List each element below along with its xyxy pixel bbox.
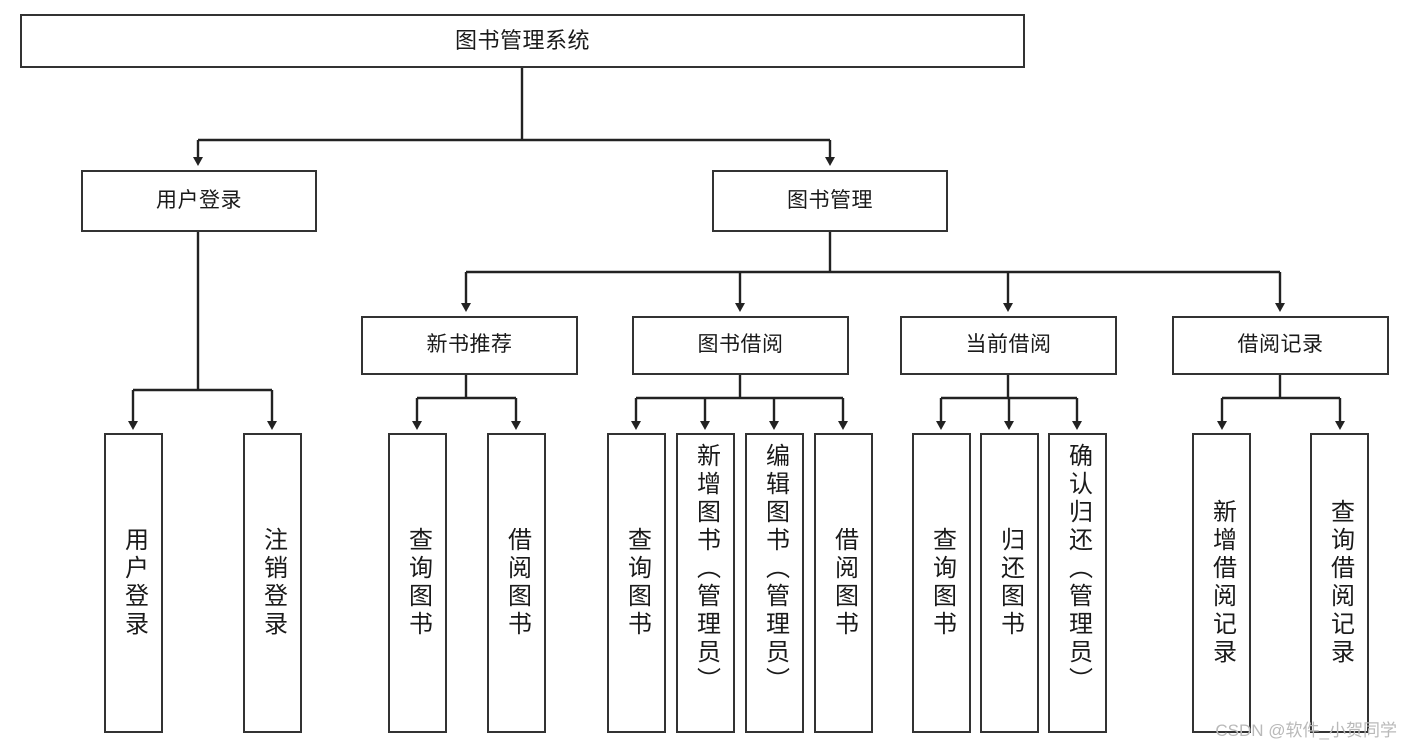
- node-label: 当前借阅: [965, 333, 1052, 357]
- leaf-borrow-record-0[interactable]: 新增借阅记录: [1192, 433, 1251, 733]
- node-label: 查询借阅记录: [1326, 499, 1354, 667]
- node-book-management[interactable]: 图书管理: [712, 170, 948, 232]
- node-label: 确认归还（管理员）: [1064, 443, 1092, 695]
- node-label: 查询图书: [404, 527, 432, 639]
- node-label: 图书管理系统: [454, 28, 590, 54]
- node-label: 借阅图书: [503, 527, 531, 639]
- node-borrow-record[interactable]: 借阅记录: [1172, 316, 1389, 375]
- node-book-borrow[interactable]: 图书借阅: [632, 316, 849, 375]
- node-label: 查询图书: [928, 527, 956, 639]
- leaf-new-book-recommend-0[interactable]: 查询图书: [388, 433, 447, 733]
- node-new-book-recommend[interactable]: 新书推荐: [361, 316, 578, 375]
- leaf-new-book-recommend-1[interactable]: 借阅图书: [487, 433, 546, 733]
- node-label: 图书管理: [787, 188, 873, 212]
- leaf-user-login-1[interactable]: 注销登录: [243, 433, 302, 733]
- watermark-text: CSDN @软件_小贺同学: [1215, 721, 1397, 740]
- node-label: 借阅记录: [1237, 333, 1324, 357]
- node-label: 用户登录: [156, 188, 242, 212]
- leaf-current-borrow-2[interactable]: 确认归还（管理员）: [1048, 433, 1107, 733]
- node-root-book-management-system[interactable]: 图书管理系统: [20, 14, 1025, 68]
- leaf-book-borrow-3[interactable]: 借阅图书: [814, 433, 873, 733]
- node-current-borrow[interactable]: 当前借阅: [900, 316, 1117, 375]
- node-label: 新增借阅记录: [1208, 499, 1236, 667]
- node-user-login[interactable]: 用户登录: [81, 170, 317, 232]
- node-label: 新增图书（管理员）: [692, 443, 720, 695]
- node-label: 编辑图书（管理员）: [761, 443, 789, 695]
- node-label: 用户登录: [120, 527, 148, 639]
- leaf-borrow-record-1[interactable]: 查询借阅记录: [1310, 433, 1369, 733]
- leaf-book-borrow-2[interactable]: 编辑图书（管理员）: [745, 433, 804, 733]
- node-label: 查询图书: [623, 527, 651, 639]
- node-label: 新书推荐: [426, 333, 513, 357]
- leaf-book-borrow-0[interactable]: 查询图书: [607, 433, 666, 733]
- node-label: 归还图书: [996, 527, 1024, 639]
- leaf-user-login-0[interactable]: 用户登录: [104, 433, 163, 733]
- leaf-current-borrow-1[interactable]: 归还图书: [980, 433, 1039, 733]
- leaf-book-borrow-1[interactable]: 新增图书（管理员）: [676, 433, 735, 733]
- leaf-current-borrow-0[interactable]: 查询图书: [912, 433, 971, 733]
- node-label: 借阅图书: [830, 527, 858, 639]
- node-label: 注销登录: [259, 527, 287, 639]
- node-label: 图书借阅: [697, 333, 784, 357]
